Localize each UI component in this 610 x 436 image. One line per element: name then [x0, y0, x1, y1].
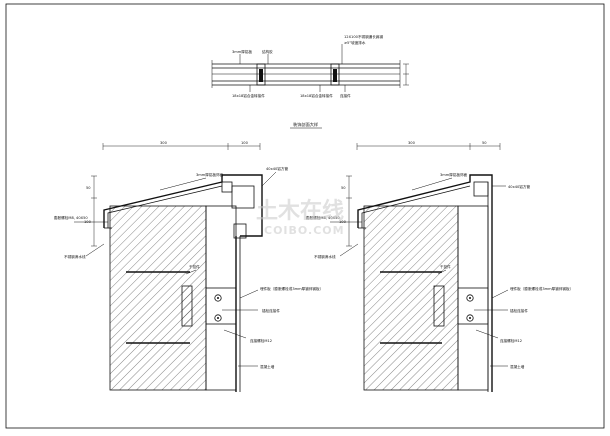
right-alu-tube	[473, 181, 489, 197]
right-dim-top-2: 50	[482, 141, 487, 145]
drawing-title: 装饰剖面大样	[293, 121, 318, 128]
right-label-wall: 混凝土墙	[510, 364, 525, 369]
right-dim-side-1: 50	[341, 186, 346, 190]
right-dim-top-1: 300	[408, 141, 416, 145]
right-label-tube: 40x40铝方管	[508, 184, 530, 189]
plan-detail: 3mm厚铝板 结构胶 12X100不锈钢通长扁钢 ≥5°坡度排水 18x18铝合…	[211, 34, 409, 98]
left-label-drain: 不锈钢滴水线	[64, 254, 86, 259]
left-dim-top-1: 300	[160, 141, 168, 145]
sheet-border	[5, 3, 605, 429]
left-label-embed: 埋件板（膨胀螺栓或3mm厚镀锌钢板）	[260, 286, 323, 291]
right-label-panel: 3mm厚铝板饰面	[440, 172, 468, 177]
plan-label-bottom-mid: 18x18铝合金转接件	[300, 93, 333, 98]
plan-label-bottom-right: 连接件	[340, 93, 351, 98]
left-label-mullion: 干挂件	[189, 264, 200, 269]
left-dim-top-2: 100	[241, 141, 249, 145]
left-anchor-plate	[205, 287, 237, 325]
plan-label-glass: 3mm厚铝板	[232, 49, 252, 54]
watermark-subtitle: COIBO.COM	[264, 224, 345, 237]
right-anchor-plate	[457, 287, 489, 325]
right-label-anchor: 锚栓连接件	[510, 308, 528, 313]
left-label-bolt: 连接螺栓M12	[250, 338, 272, 343]
left-label-anchor: 锚栓连接件	[262, 308, 280, 313]
watermark-title: 土木在线	[256, 198, 344, 224]
left-section: 300 100 50 100 3mm厚铝板饰面	[54, 141, 323, 392]
plan-top-note-2: ≥5°坡度排水	[344, 40, 366, 45]
left-label-tube: 40x40铝方管	[266, 166, 288, 171]
left-label-panel: 3mm厚铝板饰面	[196, 172, 224, 177]
right-label-embed: 埋件板（膨胀螺栓或3mm厚镀锌钢板）	[510, 286, 573, 291]
left-dim-side-1: 50	[86, 186, 91, 190]
watermark: 土木在线 COIBO.COM	[256, 198, 345, 237]
plan-label-bottom-left: 18x18铝合金转接件	[232, 93, 265, 98]
right-label-mullion: 干挂件	[440, 264, 451, 269]
left-label-wall: 混凝土墙	[260, 364, 275, 369]
right-section: 300 50 50 100 3mm厚铝板饰面 40x40铝方管 膨胀螺栓M8, …	[306, 141, 573, 392]
right-label-fix: 膨胀螺栓M8, 40X50	[306, 215, 340, 220]
left-alu-tube	[231, 185, 255, 209]
right-label-drain: 不锈钢滴水线	[314, 254, 336, 259]
left-label-fix: 膨胀螺栓M8, 40X50	[54, 215, 88, 220]
plan-top-note: 12X100不锈钢通长扁钢	[344, 34, 383, 39]
right-label-bolt: 连接螺栓M12	[500, 338, 522, 343]
plan-label-sealant: 结构胶	[262, 49, 273, 54]
